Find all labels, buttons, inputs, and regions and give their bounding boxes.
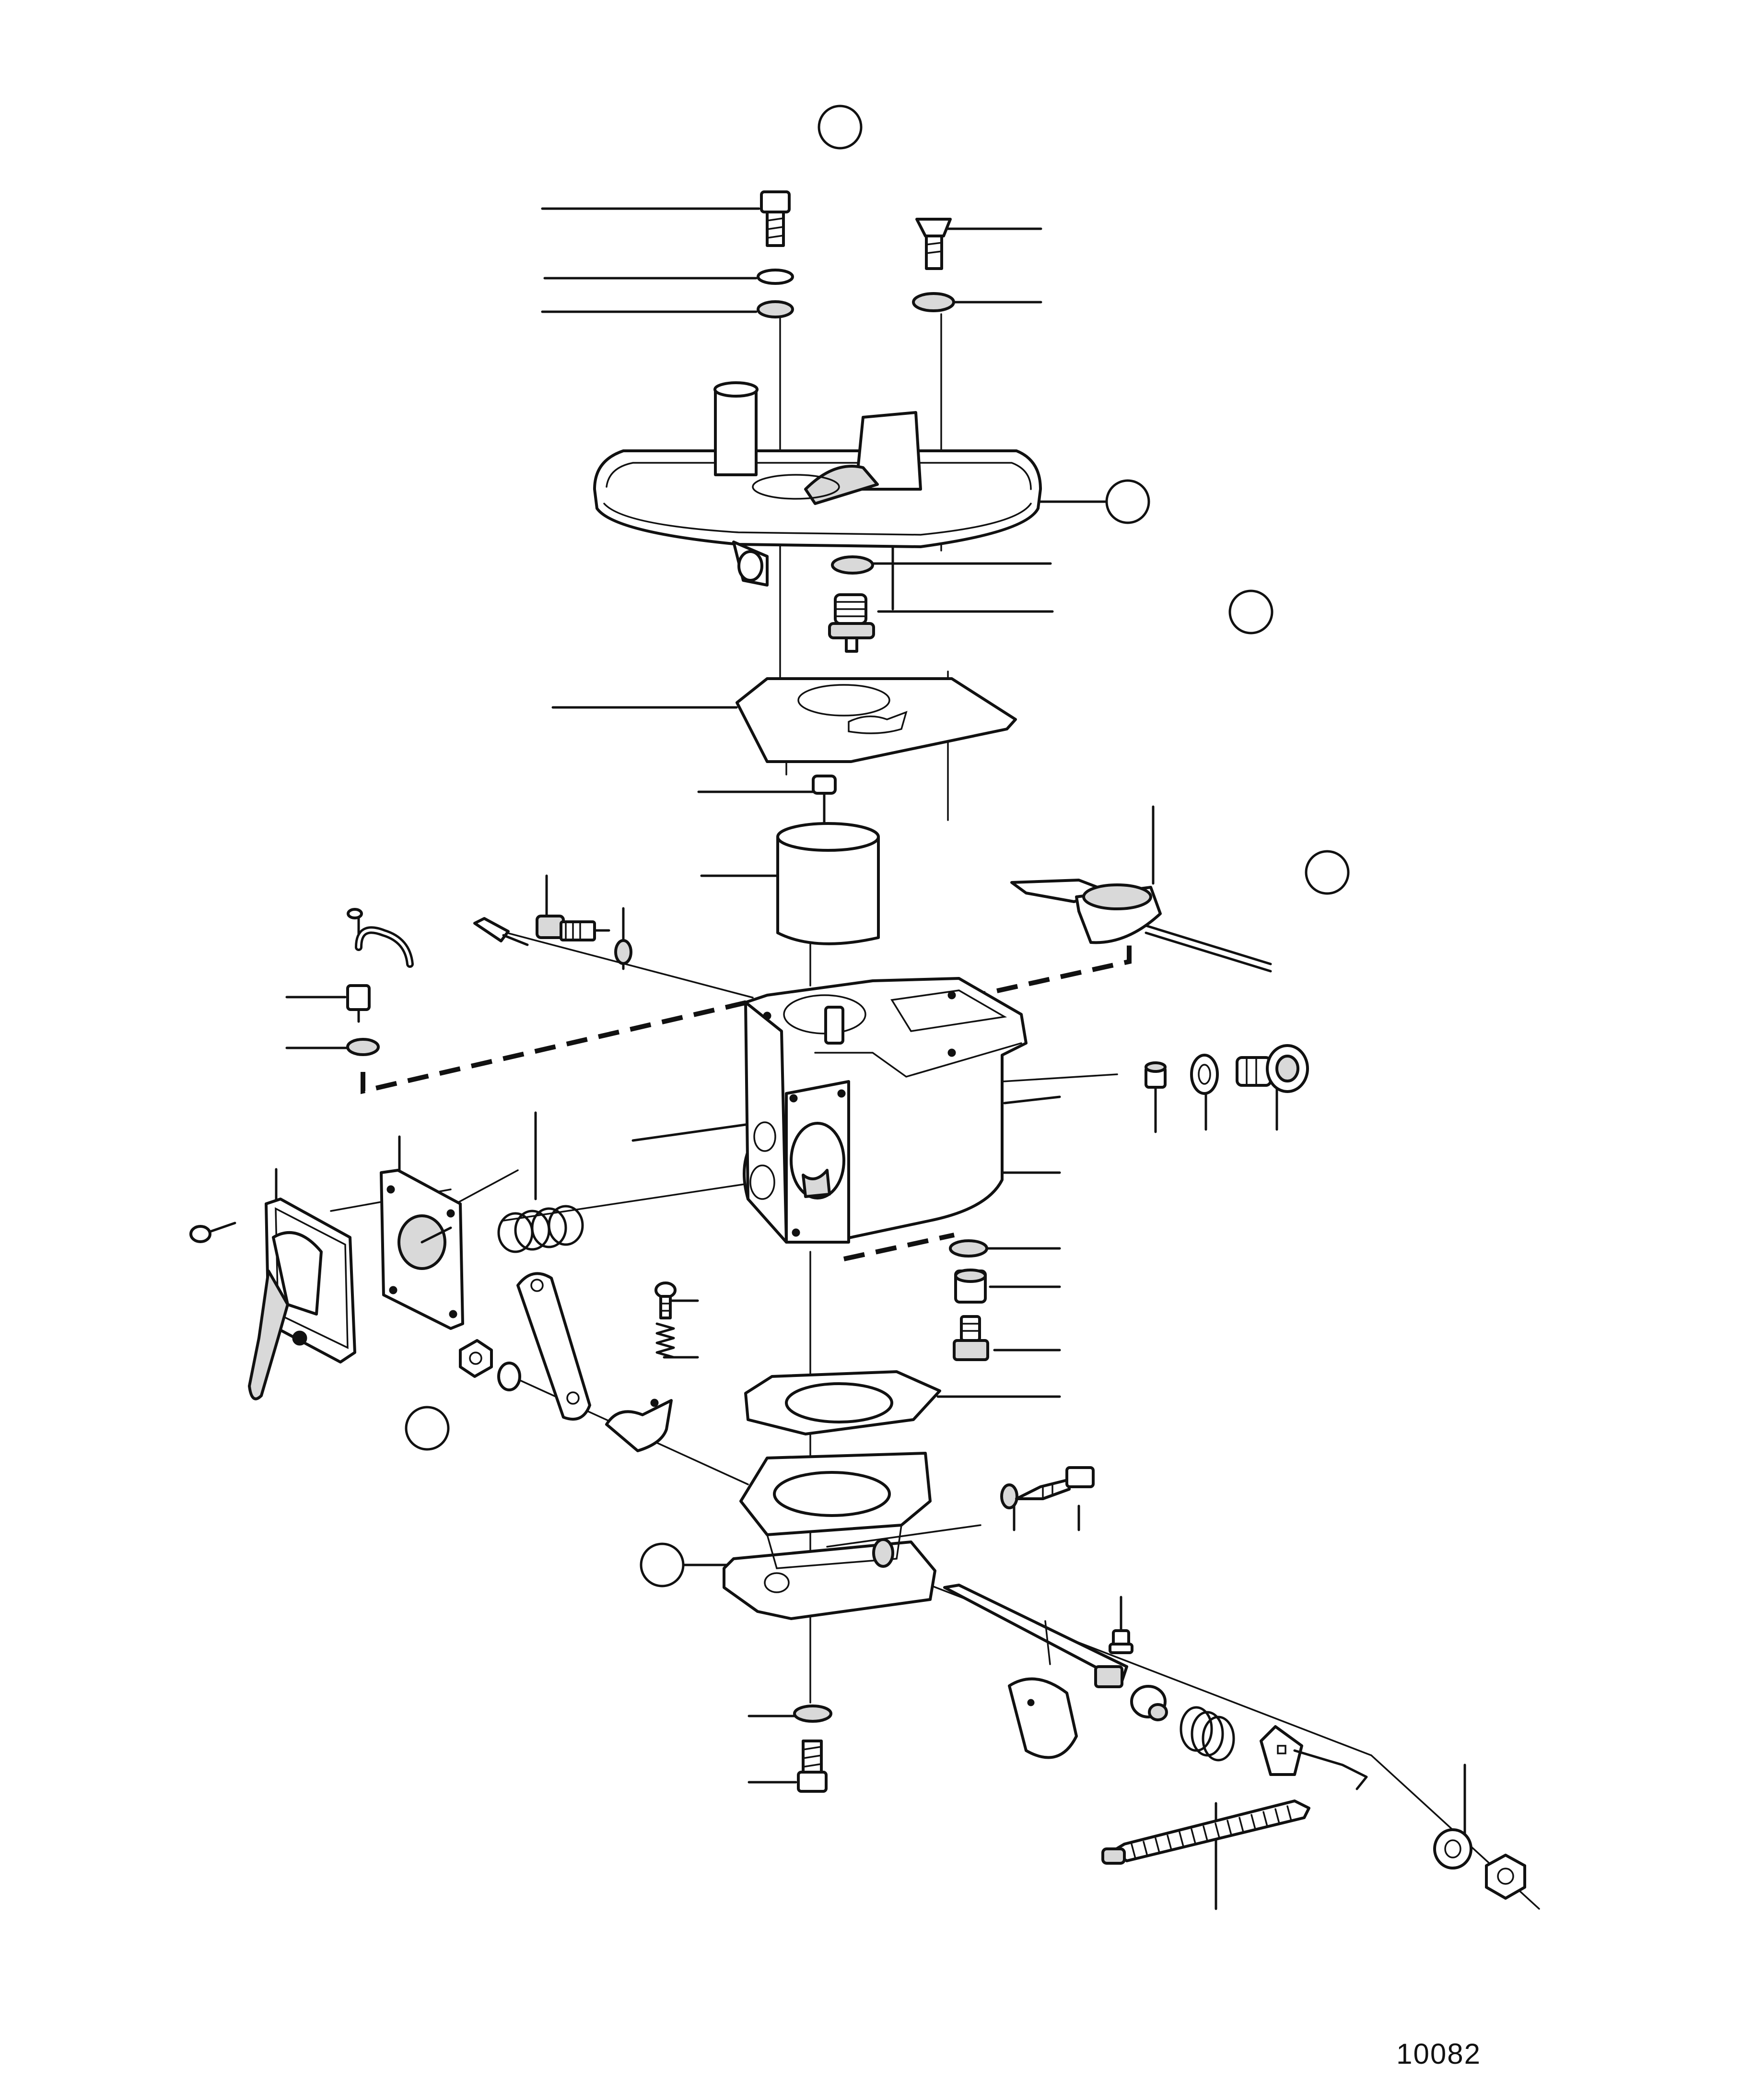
lock-washer-small bbox=[757, 269, 794, 285]
callout-circle bbox=[405, 1406, 450, 1451]
plug-washer-inner bbox=[1198, 1064, 1211, 1085]
throttle-shaft bbox=[943, 1584, 1128, 1688]
air-jet-long bbox=[473, 917, 529, 946]
mixture-washer bbox=[1000, 1483, 1018, 1509]
mixture-screw bbox=[1015, 1466, 1095, 1500]
idle-screw bbox=[654, 1282, 677, 1359]
main-jet-plug bbox=[1236, 1044, 1309, 1093]
pump-spring bbox=[497, 1205, 584, 1253]
return-spring bbox=[1180, 1706, 1235, 1762]
shaft-bushing bbox=[1130, 1685, 1168, 1721]
top-screw-left bbox=[760, 190, 791, 247]
callout-circle bbox=[818, 105, 863, 150]
needle-valve bbox=[828, 593, 875, 653]
plate-screw-hole bbox=[1027, 1699, 1035, 1706]
carburetor-main-body bbox=[743, 977, 1028, 1244]
carburetor-top-cover bbox=[593, 381, 1042, 611]
throttle-plate bbox=[1008, 1677, 1078, 1759]
top-screw-right bbox=[915, 218, 952, 270]
bottom-lock-washer bbox=[793, 1705, 832, 1723]
figure-number: 10082 bbox=[1396, 2038, 1481, 2070]
pump-cover bbox=[248, 1198, 356, 1400]
pump-link bbox=[605, 1399, 673, 1452]
jet-washer bbox=[949, 1239, 988, 1258]
shaft-screw-small bbox=[1109, 1629, 1133, 1654]
jet-holder bbox=[954, 1269, 987, 1304]
reference-callouts bbox=[405, 105, 1350, 1587]
float-needle bbox=[812, 775, 837, 841]
pump-diaphragm bbox=[380, 1169, 464, 1330]
flange-gasket bbox=[744, 1370, 941, 1435]
adjusting-rod-spring bbox=[1101, 1799, 1310, 1865]
seat-washer bbox=[831, 555, 874, 575]
lock-washer-large bbox=[1433, 1828, 1472, 1869]
lever-nut bbox=[459, 1339, 493, 1378]
drain-plug-small bbox=[1145, 1061, 1167, 1089]
throttle-body-base bbox=[723, 1452, 936, 1620]
bottom-screw bbox=[797, 1740, 828, 1793]
lever-washer bbox=[497, 1362, 521, 1391]
cover-gasket bbox=[736, 677, 1017, 763]
pump-lever bbox=[516, 1272, 591, 1421]
fitting-washer bbox=[614, 939, 632, 965]
shaft-nut bbox=[1485, 1854, 1526, 1900]
vent-hook-pipe bbox=[346, 908, 414, 1056]
callout-circle bbox=[1228, 589, 1273, 635]
washer-flat bbox=[757, 300, 794, 318]
callout-circle bbox=[640, 1542, 685, 1587]
callout-circle bbox=[1305, 850, 1350, 895]
float bbox=[776, 822, 880, 945]
callout-circle bbox=[1105, 479, 1150, 524]
lock-washer-serrated bbox=[912, 292, 955, 312]
float-chamber-cup bbox=[1010, 879, 1272, 973]
jet-screw bbox=[953, 1315, 989, 1361]
plug-washer bbox=[1190, 1054, 1219, 1095]
idle-jet-fitting bbox=[536, 915, 610, 941]
cover-screw bbox=[189, 1222, 236, 1243]
throttle-arm bbox=[1260, 1725, 1368, 1790]
